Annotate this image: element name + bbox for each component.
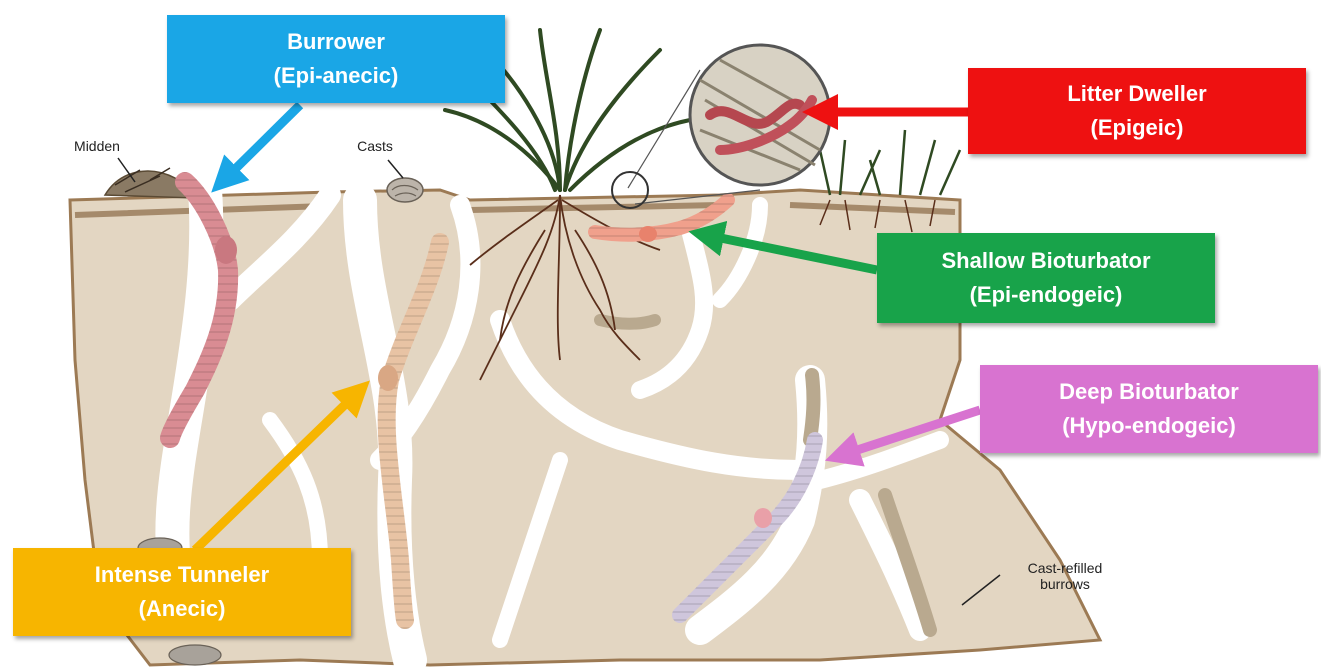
shallow-bioturbator-label: Shallow Bioturbator (Epi-endogeic) xyxy=(877,233,1215,323)
shallow-bioturbator-subtitle: (Epi-endogeic) xyxy=(970,278,1123,312)
midden-annotation: Midden xyxy=(62,138,132,154)
intense-tunneler-label: Intense Tunneler (Anecic) xyxy=(13,548,351,636)
intense-tunneler-title: Intense Tunneler xyxy=(95,558,269,592)
deep-bioturbator-label: Deep Bioturbator (Hypo-endogeic) xyxy=(980,365,1318,453)
casts-annotation: Casts xyxy=(345,138,405,154)
cast-refilled-line-1: Cast-refilled xyxy=(1010,560,1120,576)
litter-dweller-title: Litter Dweller xyxy=(1067,77,1206,111)
cast-refilled-line-2: burrows xyxy=(1010,576,1120,592)
casts-pile xyxy=(387,178,423,202)
burrower-arrow xyxy=(224,105,300,180)
deep-bioturbator-title: Deep Bioturbator xyxy=(1059,375,1239,409)
burrower-title: Burrower xyxy=(287,25,385,59)
shallow-bioturbator-title: Shallow Bioturbator xyxy=(942,244,1151,278)
cast-refilled-burrows-annotation: Cast-refilled burrows xyxy=(1010,560,1120,592)
burrower-label: Burrower (Epi-anecic) xyxy=(167,15,505,103)
litter-dweller-label: Litter Dweller (Epigeic) xyxy=(968,68,1306,154)
burrower-subtitle: (Epi-anecic) xyxy=(274,59,399,93)
litter-dweller-subtitle: (Epigeic) xyxy=(1091,111,1184,145)
litter-magnifier-inset xyxy=(612,45,830,208)
intense-tunneler-subtitle: (Anecic) xyxy=(139,592,226,626)
deep-bioturbator-subtitle: (Hypo-endogeic) xyxy=(1062,409,1236,443)
